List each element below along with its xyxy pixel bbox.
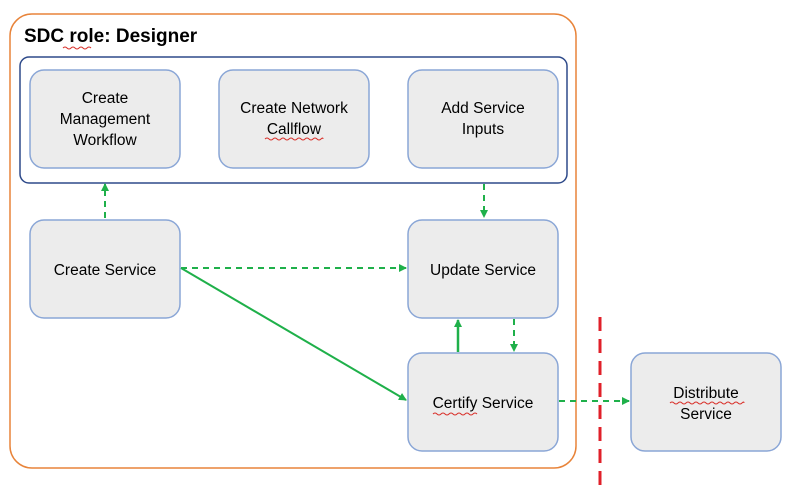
spellcheck-underline	[62, 46, 92, 50]
node-update-service[interactable]: Update Service	[407, 219, 559, 319]
node-label-line: Management	[60, 111, 151, 128]
node-label-line: Create Network	[240, 100, 348, 117]
node-create-network-callflow[interactable]: Create Network Callflow	[218, 69, 370, 169]
node-add-service-inputs[interactable]: Add Service Inputs	[407, 69, 559, 169]
arrow-create-service-to-certify-service	[180, 267, 407, 401]
node-label-line: Service	[680, 406, 732, 423]
node-create-management-workflow[interactable]: Create Management Workflow	[29, 69, 181, 169]
role-container	[9, 13, 577, 469]
design-tasks-group	[19, 56, 568, 184]
node-create-service[interactable]: Create Service	[29, 219, 181, 319]
node-distribute-service[interactable]: Distribute Service	[630, 352, 782, 452]
role-title: SDC role: Designer	[24, 26, 198, 47]
node-label-line: Create	[82, 90, 129, 107]
spellcheck-underline	[432, 412, 478, 416]
node-label-line: Callflow	[267, 121, 322, 138]
spellcheck-underline	[264, 137, 324, 141]
node-label-line: Create Service	[54, 262, 157, 279]
node-label-line: Inputs	[462, 121, 504, 138]
node-label-line: Update Service	[430, 262, 536, 279]
node-certify-service[interactable]: Certify Service	[407, 352, 559, 452]
node-label-line: Certify Service	[433, 395, 534, 412]
node-label-line: Workflow	[73, 132, 137, 149]
node-label-line: Distribute	[673, 385, 738, 402]
spellcheck-underline	[669, 401, 745, 405]
node-label-line: Add Service	[441, 100, 525, 117]
